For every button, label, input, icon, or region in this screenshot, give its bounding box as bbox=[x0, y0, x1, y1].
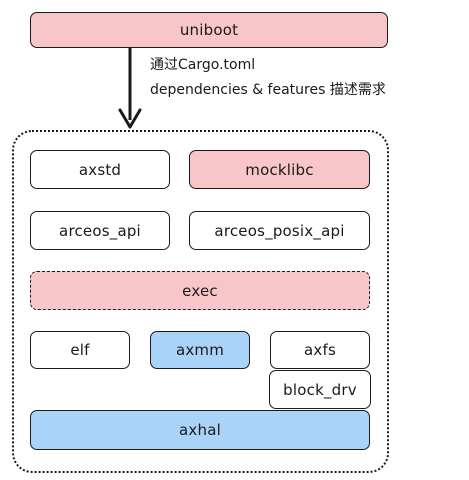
dependency-container bbox=[12, 130, 389, 473]
axhal-label: axhal bbox=[179, 421, 221, 439]
arceos-posix-api-box: arceos_posix_api bbox=[189, 211, 370, 250]
mocklibc-box: mocklibc bbox=[189, 150, 370, 189]
note-line-2: dependencies & features 描述需求 bbox=[150, 82, 386, 98]
mocklibc-label: mocklibc bbox=[245, 160, 314, 179]
arceos-posix-api-label: arceos_posix_api bbox=[214, 221, 345, 240]
elf-box: elf bbox=[30, 331, 130, 369]
uniboot-box: uniboot bbox=[30, 12, 388, 48]
exec-label: exec bbox=[182, 281, 218, 300]
arceos-api-box: arceos_api bbox=[30, 211, 170, 250]
axstd-box: axstd bbox=[30, 150, 170, 189]
axhal-box: axhal bbox=[30, 410, 370, 450]
axmm-label: axmm bbox=[175, 341, 225, 359]
axmm-box: axmm bbox=[150, 331, 250, 369]
arceos-api-label: arceos_api bbox=[59, 221, 141, 240]
block-drv-label: block_drv bbox=[283, 380, 357, 399]
block-drv-box: block_drv bbox=[269, 370, 371, 409]
exec-box: exec bbox=[30, 271, 370, 310]
note-line-1: 通过Cargo.toml bbox=[150, 57, 256, 73]
axfs-label: axfs bbox=[304, 341, 336, 359]
uniboot-label: uniboot bbox=[179, 21, 239, 39]
elf-label: elf bbox=[70, 341, 90, 359]
axfs-box: axfs bbox=[270, 331, 370, 369]
axstd-label: axstd bbox=[78, 160, 122, 179]
